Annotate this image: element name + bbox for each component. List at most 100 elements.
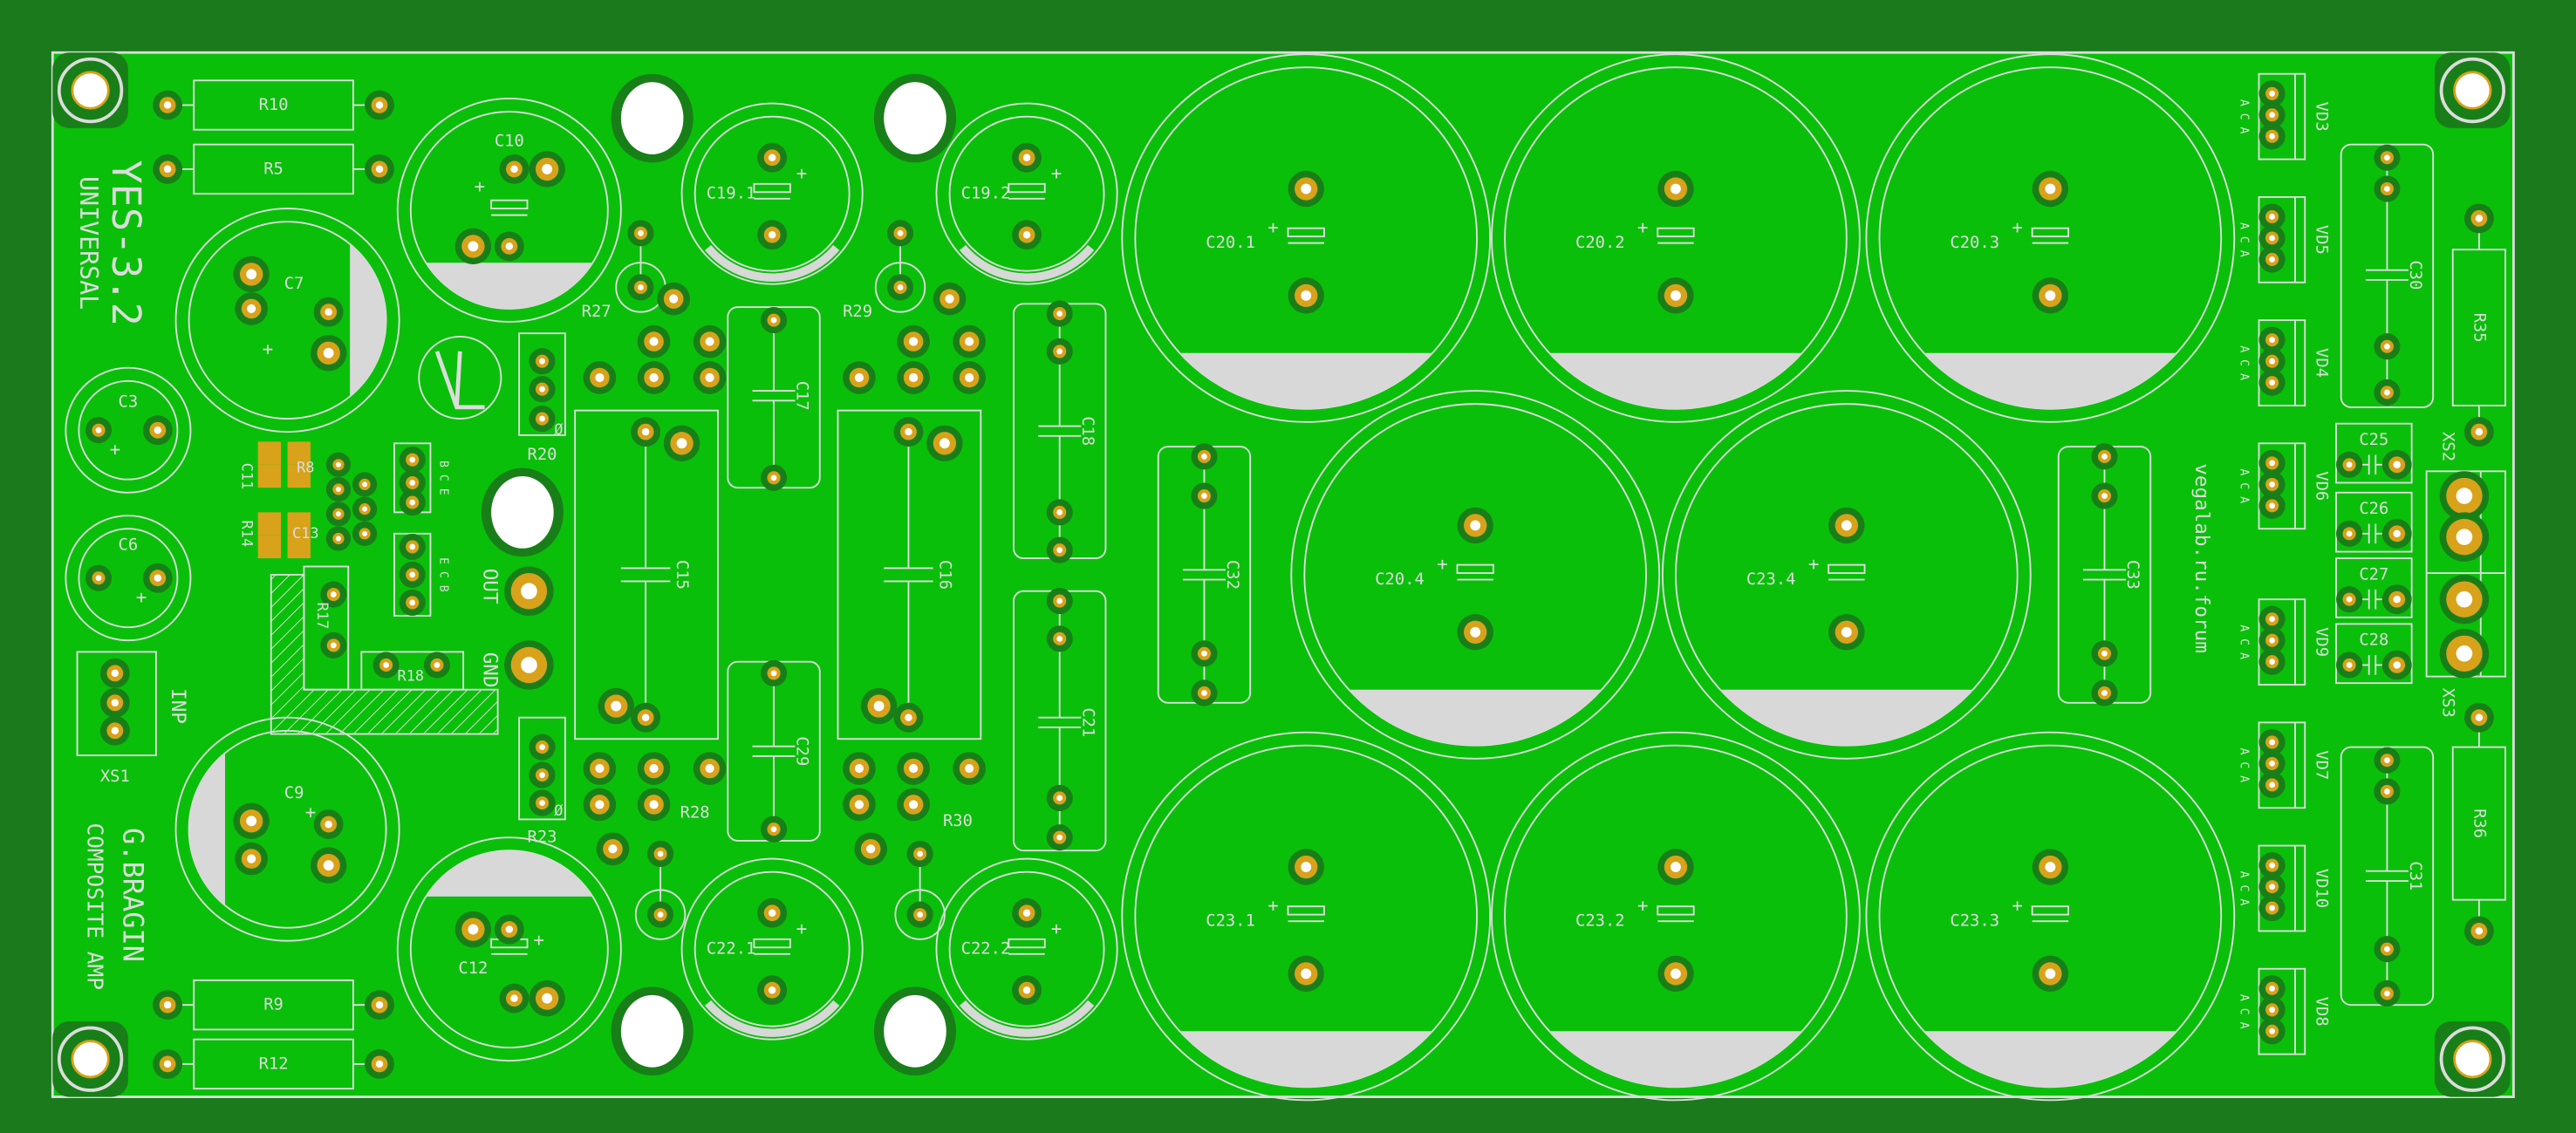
drill-hole [375, 1060, 384, 1068]
capacitor-label: C30 [2406, 260, 2424, 290]
resistor-label: R36 [2470, 809, 2488, 838]
drill-hole [649, 337, 659, 346]
drill-hole [1056, 635, 1063, 642]
pin-labels: A C A [2238, 871, 2251, 906]
mount-hole [2453, 1040, 2492, 1079]
capacitor-polarity-arc [704, 244, 840, 282]
drill-hole [2269, 235, 2275, 242]
pin-labels: A C A [2238, 222, 2251, 257]
drill-hole [649, 800, 659, 809]
diode-label: VD3 [2313, 102, 2331, 132]
mounting-drill-hole [620, 994, 684, 1068]
drill-hole [375, 1000, 384, 1009]
drill-hole [657, 911, 664, 918]
diode-label: VD10 [2313, 869, 2331, 908]
drill-hole [873, 700, 885, 712]
drill-hole [1671, 183, 1681, 195]
capacitor-label: C6 [119, 536, 139, 555]
drill-hole [1201, 493, 1207, 499]
smd-pad [287, 512, 311, 536]
resistor-label: R27 [582, 303, 612, 321]
resistor-body [360, 651, 465, 691]
drill-hole [705, 372, 714, 383]
drill-hole [468, 241, 479, 252]
diode-outline [2258, 319, 2306, 406]
drill-hole [247, 304, 256, 314]
drill-hole [1201, 690, 1207, 696]
drill-hole [2456, 645, 2473, 662]
capacitor-label: C26 [2359, 500, 2388, 518]
drill-hole [325, 820, 332, 829]
capacitor-body [1504, 744, 1848, 1089]
description-label: COMPOSITE AMP [82, 822, 107, 989]
drill-hole [1022, 154, 1031, 161]
capacitor-outline [65, 515, 192, 642]
connector-outline [76, 651, 157, 756]
diode-label: VD8 [2313, 997, 2331, 1027]
capacitor-outline [1491, 731, 1861, 1102]
drill-hole [909, 763, 919, 774]
mounting-drill-hole [884, 82, 946, 154]
drill-hole [1022, 230, 1031, 239]
plus-mark: + [1637, 895, 1648, 916]
capacitor-polarity-band [426, 850, 593, 897]
capacitor-label: C11 [238, 463, 256, 490]
drill-hole [2393, 595, 2401, 604]
drill-hole [111, 727, 120, 734]
drill-hole [2456, 488, 2473, 504]
capacitor-polarity-band [1349, 689, 1602, 746]
capacitor-label: C19.1 [707, 185, 756, 203]
capacitor-outline [174, 208, 400, 433]
ceramic-capacitor-outline [2335, 557, 2413, 618]
pin-labels: E C B [436, 557, 449, 592]
logo-circle [418, 335, 502, 420]
smd-pad [287, 535, 311, 559]
capacitor-body [1134, 66, 1479, 410]
capacitor-label: C23.1 [1206, 912, 1255, 931]
drill-hole [409, 456, 416, 463]
connector-label: XS1 [100, 768, 130, 786]
drill-hole [2384, 945, 2390, 952]
drill-hole [246, 816, 257, 827]
drill-hole [1056, 834, 1063, 841]
plus-mark: + [110, 439, 120, 460]
drill-hole [2269, 739, 2275, 746]
mount-hole [71, 1040, 110, 1079]
drill-hole [768, 986, 776, 994]
forum-label: vegalab.ru.forum [2190, 463, 2213, 652]
plus-mark: + [1437, 554, 1447, 575]
drill-hole [247, 854, 256, 863]
drill-hole [375, 165, 384, 174]
capacitor-outline [935, 857, 1118, 1041]
drill-hole [375, 101, 384, 109]
capacitor-symbol [1657, 905, 1695, 916]
mounting-drill-hole [491, 475, 554, 549]
resistor-body [193, 143, 354, 195]
drill-hole [154, 427, 162, 434]
input-label: INP [167, 688, 189, 724]
capacitor-symbol [490, 199, 529, 210]
diode-label: VD4 [2313, 348, 2331, 378]
drill-hole [2475, 215, 2484, 222]
board-subtitle: UNIVERSAL [74, 176, 103, 310]
resistor-label: R18 [398, 667, 425, 685]
drill-hole [768, 909, 776, 917]
capacitor-symbol [1008, 182, 1046, 194]
drill-hole [2269, 112, 2275, 119]
drill-hole [1022, 986, 1031, 994]
capacitor-outline [65, 366, 192, 494]
drill-hole [768, 154, 776, 161]
resistor-label: R35 [2470, 313, 2488, 343]
ceramic-capacitor-outline [2335, 623, 2413, 685]
drill-hole [2269, 637, 2275, 644]
drill-hole [2269, 781, 2275, 788]
capacitor-body [948, 115, 1105, 272]
smd-pad [257, 512, 282, 536]
drill-hole [2269, 358, 2275, 365]
drill-hole [330, 642, 337, 649]
resistor-body [193, 79, 354, 131]
drill-hole [2269, 985, 2275, 992]
diode-label: VD6 [2313, 471, 2331, 501]
capacitor-label: C22.2 [961, 940, 1011, 959]
drill-hole [539, 744, 545, 750]
